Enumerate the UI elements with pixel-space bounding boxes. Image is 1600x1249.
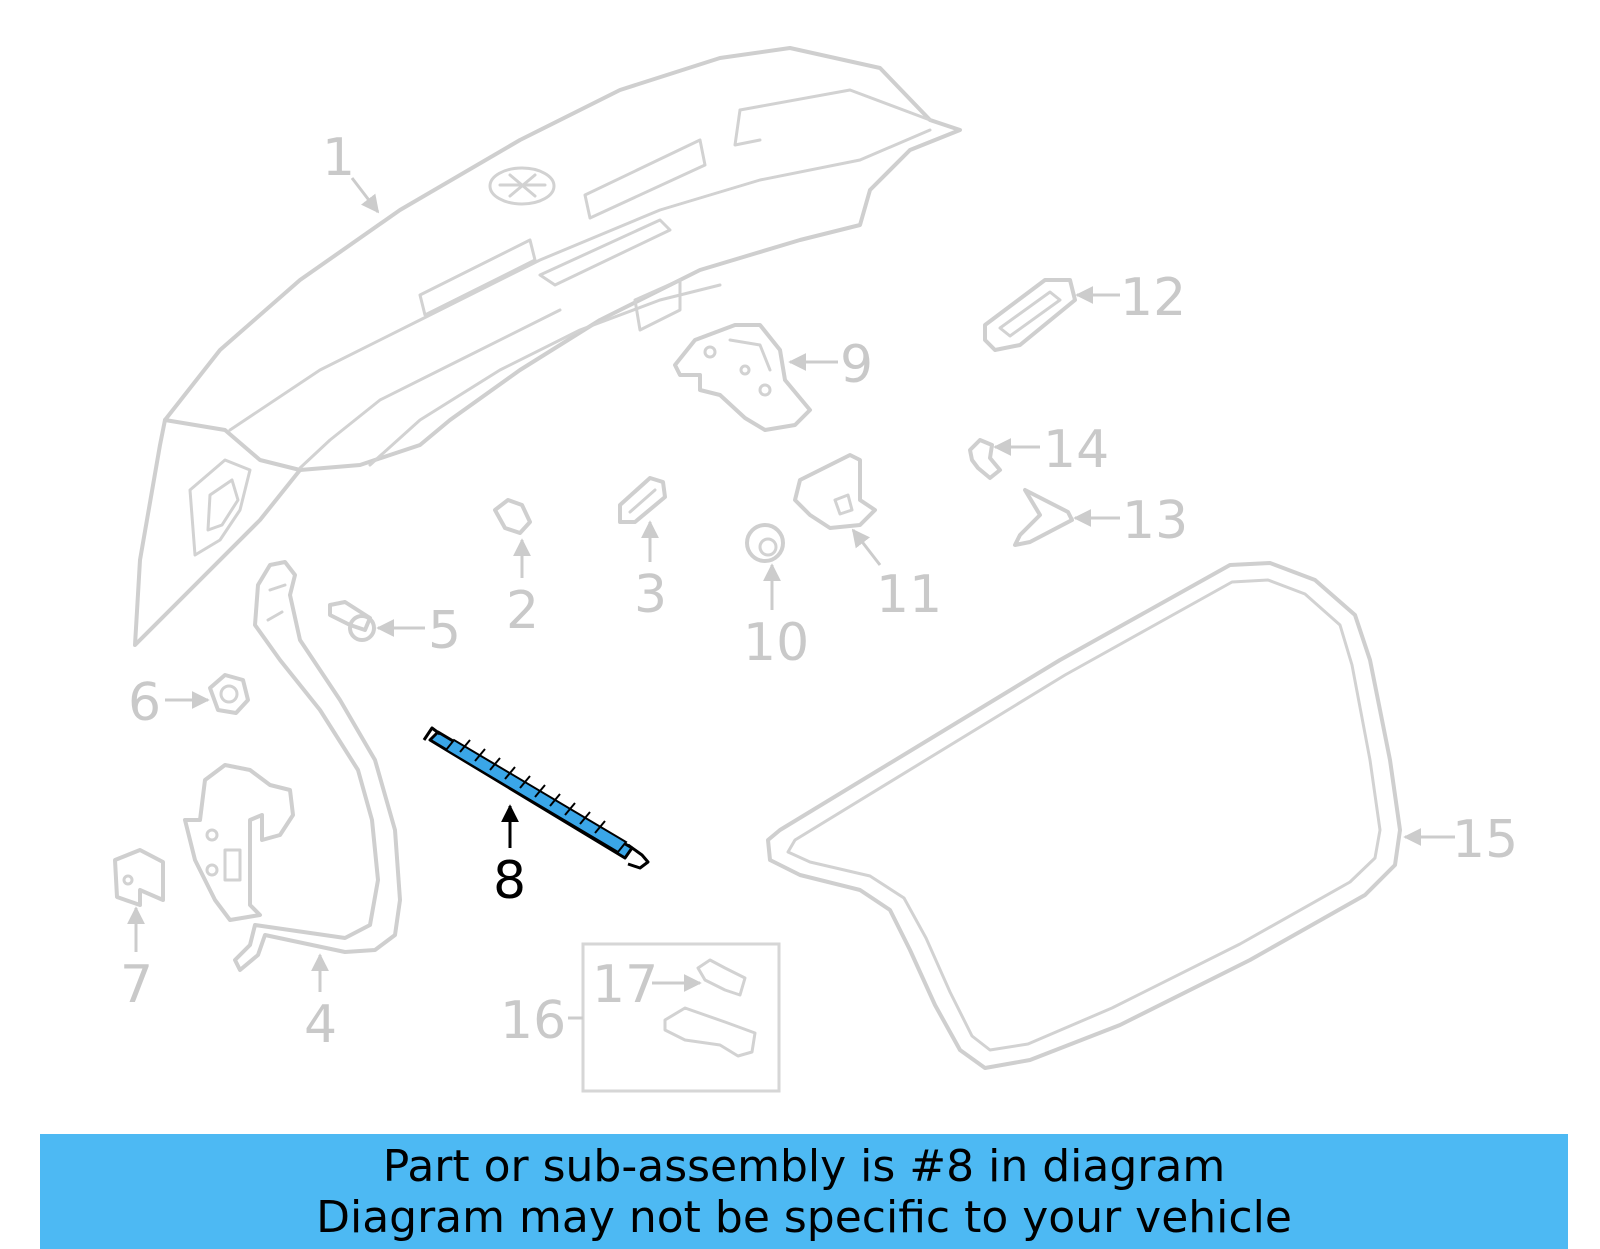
leader-11 [851, 528, 882, 566]
callout-16: 16 [500, 991, 566, 1051]
callout-2: 2 [506, 581, 539, 641]
callout-15: 15 [1452, 810, 1518, 870]
plug-part [493, 498, 532, 535]
trunk-lid-part [133, 46, 962, 647]
gas-strut-part-highlighted [422, 726, 650, 870]
clip-nut-part [745, 523, 785, 563]
callout-12: 12 [1120, 268, 1186, 328]
banner-line-disclaimer: Diagram may not be specific to your vehi… [316, 1191, 1292, 1243]
leader-1 [350, 177, 380, 214]
callout-17: 17 [592, 955, 658, 1015]
banner-line-part-number: Part or sub-assembly is #8 in diagram [382, 1140, 1226, 1192]
t-retainer-part [1013, 488, 1074, 547]
callout-1: 1 [322, 128, 355, 188]
callout-13: 13 [1122, 491, 1188, 551]
callout-14: 14 [1043, 420, 1109, 480]
small-bracket-part [113, 848, 165, 907]
callout-7: 7 [120, 955, 153, 1015]
clip-part [968, 438, 1002, 480]
latch-bracket-part [673, 323, 812, 432]
callout-8-highlighted: 8 [493, 851, 526, 911]
bolt-part [328, 600, 376, 642]
callout-10: 10 [743, 613, 809, 673]
callout-5: 5 [428, 601, 461, 661]
hinge-arm-part [233, 560, 402, 972]
callout-4: 4 [304, 995, 337, 1055]
callout-6: 6 [128, 673, 161, 733]
handle-trim-part [983, 278, 1077, 352]
callout-3: 3 [634, 565, 667, 625]
lock-actuator-part [793, 453, 877, 530]
info-banner: Part or sub-assembly is #8 in diagram Di… [40, 1134, 1568, 1249]
nut-part [208, 673, 250, 715]
trunk-seal-part [766, 561, 1402, 1070]
callout-9: 9 [840, 335, 873, 395]
callout-11: 11 [876, 565, 942, 625]
cap-part [618, 476, 667, 524]
hinge-bracket-part [183, 763, 295, 922]
